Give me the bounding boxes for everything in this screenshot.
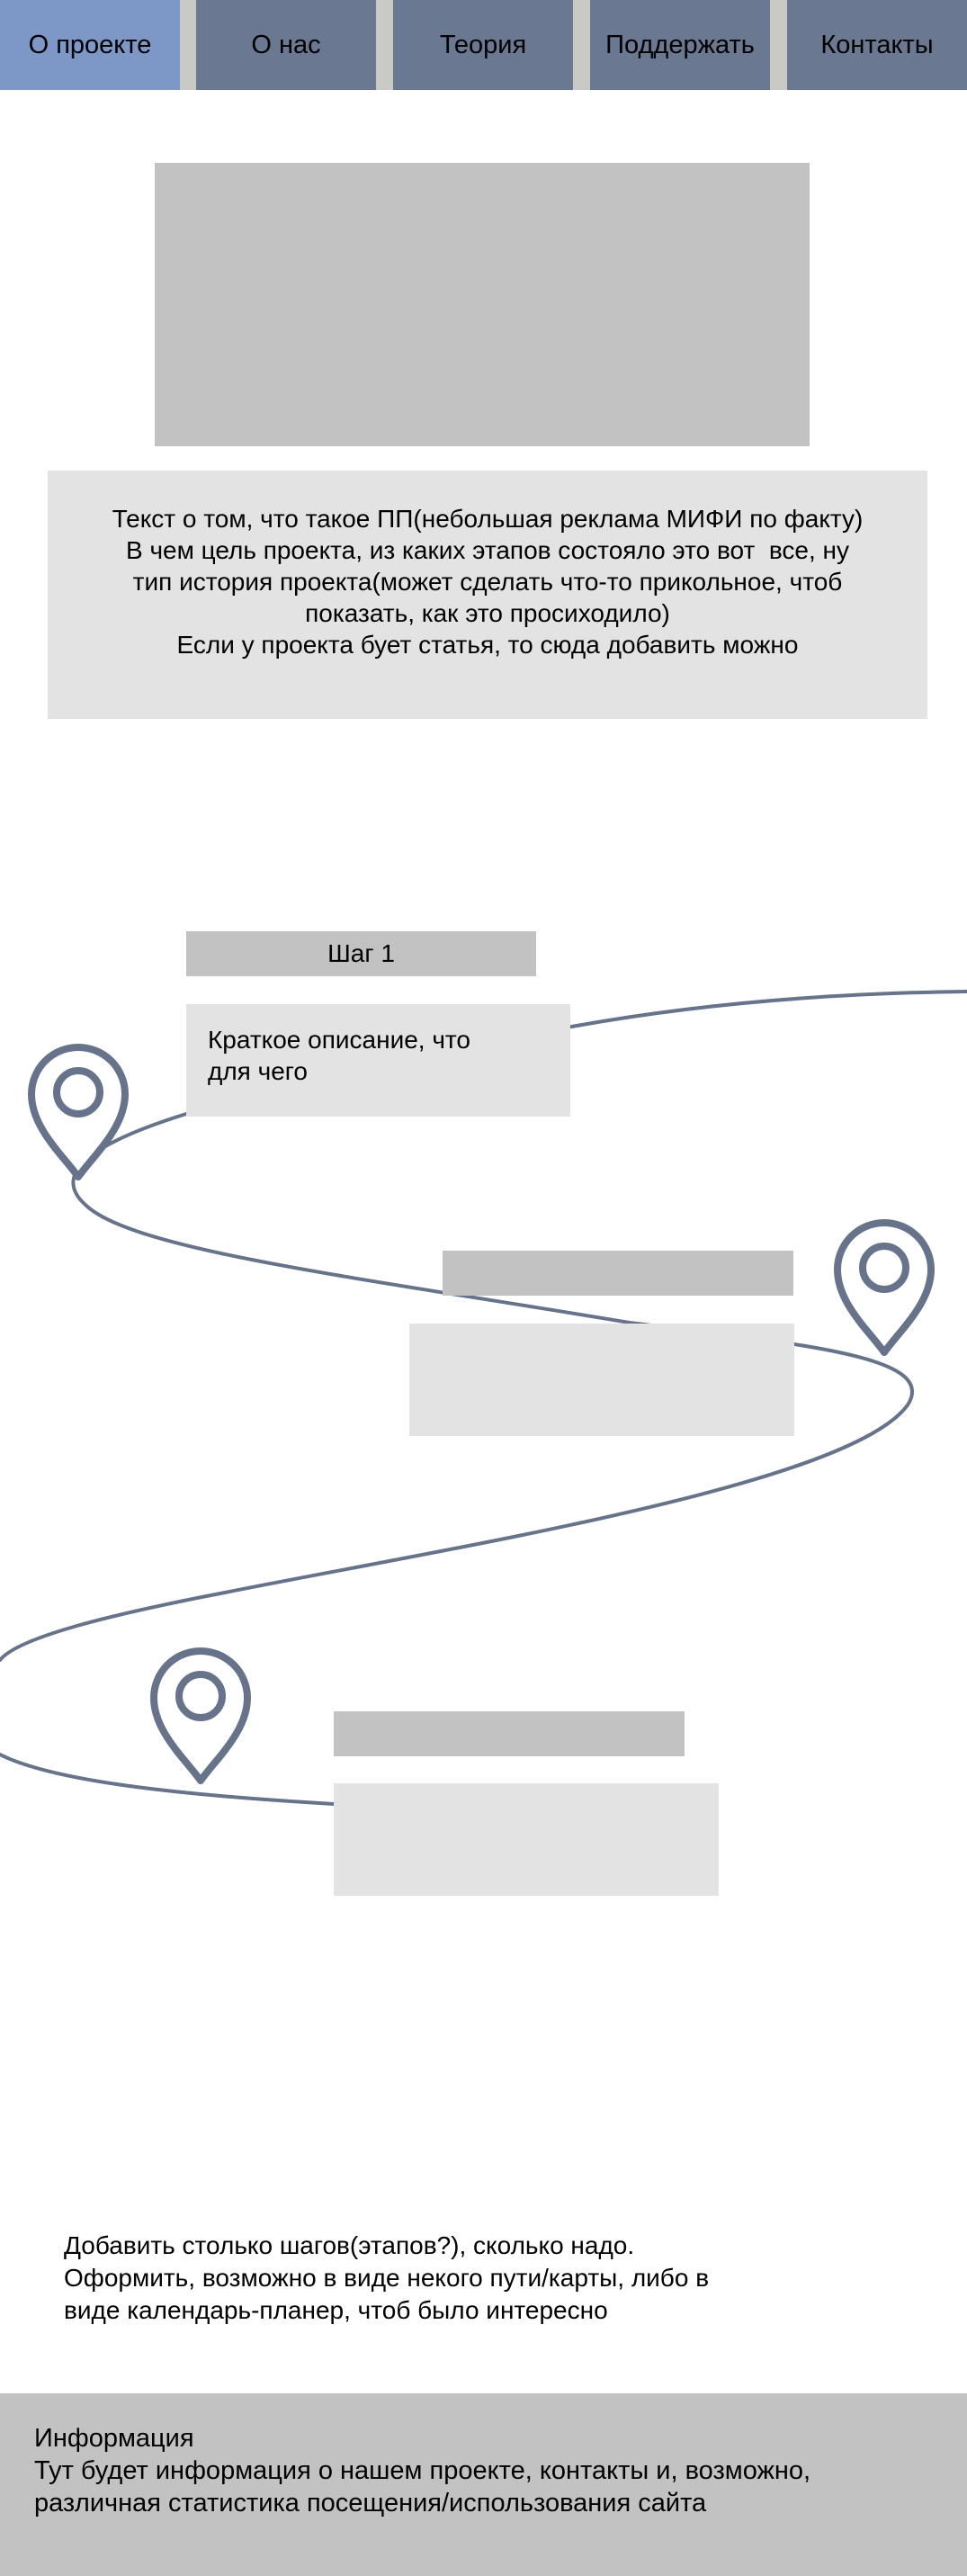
note-line: Оформить, возможно в виде некого пути/ка… <box>64 2264 710 2292</box>
about-text-line: показать, как это просиходило) <box>305 599 670 627</box>
tab-about-project[interactable]: О проекте <box>0 0 180 90</box>
footer-text-line: различная статистика посещения/использов… <box>34 2489 707 2518</box>
about-text-line: тип история проекта(может сделать что-то… <box>132 568 843 596</box>
note-line: виде календарь-планер, чтоб было интерес… <box>64 2296 608 2324</box>
note-line: Добавить столько шагов(этапов?), сколько… <box>64 2231 635 2259</box>
map-pin-icon <box>150 1647 251 1784</box>
step-1-title: Шаг 1 <box>186 931 536 976</box>
footer-title: Информация <box>34 2424 194 2453</box>
step-3-title <box>334 1711 685 1756</box>
about-text-block: Текст о том, что такое ПП(небольшая рекл… <box>48 471 927 719</box>
steps-note: Добавить столько шагов(этапов?), сколько… <box>64 2230 873 2327</box>
map-pin-icon <box>28 1044 129 1180</box>
top-nav: О проекте О нас Теория Поддержать Контак… <box>0 0 967 90</box>
step-1-description: Краткое описание, что для чего <box>186 1004 570 1117</box>
hero-image-placeholder <box>155 163 810 446</box>
about-text-line: В чем цель проекта, из каких этапов сост… <box>125 536 850 564</box>
step-2-description <box>409 1324 794 1436</box>
footer: Информация Тут будет информация о нашем … <box>0 2393 967 2576</box>
map-pin-icon <box>834 1219 935 1356</box>
tab-support[interactable]: Поддержать <box>590 0 770 90</box>
step-description-line: для чего <box>208 1057 308 1085</box>
step-description-line: Краткое описание, что <box>208 1026 471 1054</box>
tab-about-us[interactable]: О нас <box>196 0 376 90</box>
footer-text-line: Тут будет информация о нашем проекте, ко… <box>34 2456 811 2485</box>
roadmap-path-line <box>0 990 967 1806</box>
step-2-title <box>443 1251 793 1296</box>
tab-contacts[interactable]: Контакты <box>787 0 967 90</box>
tab-theory[interactable]: Теория <box>393 0 573 90</box>
step-3-description <box>334 1783 719 1896</box>
about-text-line: Текст о том, что такое ПП(небольшая рекл… <box>112 505 864 533</box>
about-text-line: Если у проекта бует статья, то сюда доба… <box>176 631 799 659</box>
